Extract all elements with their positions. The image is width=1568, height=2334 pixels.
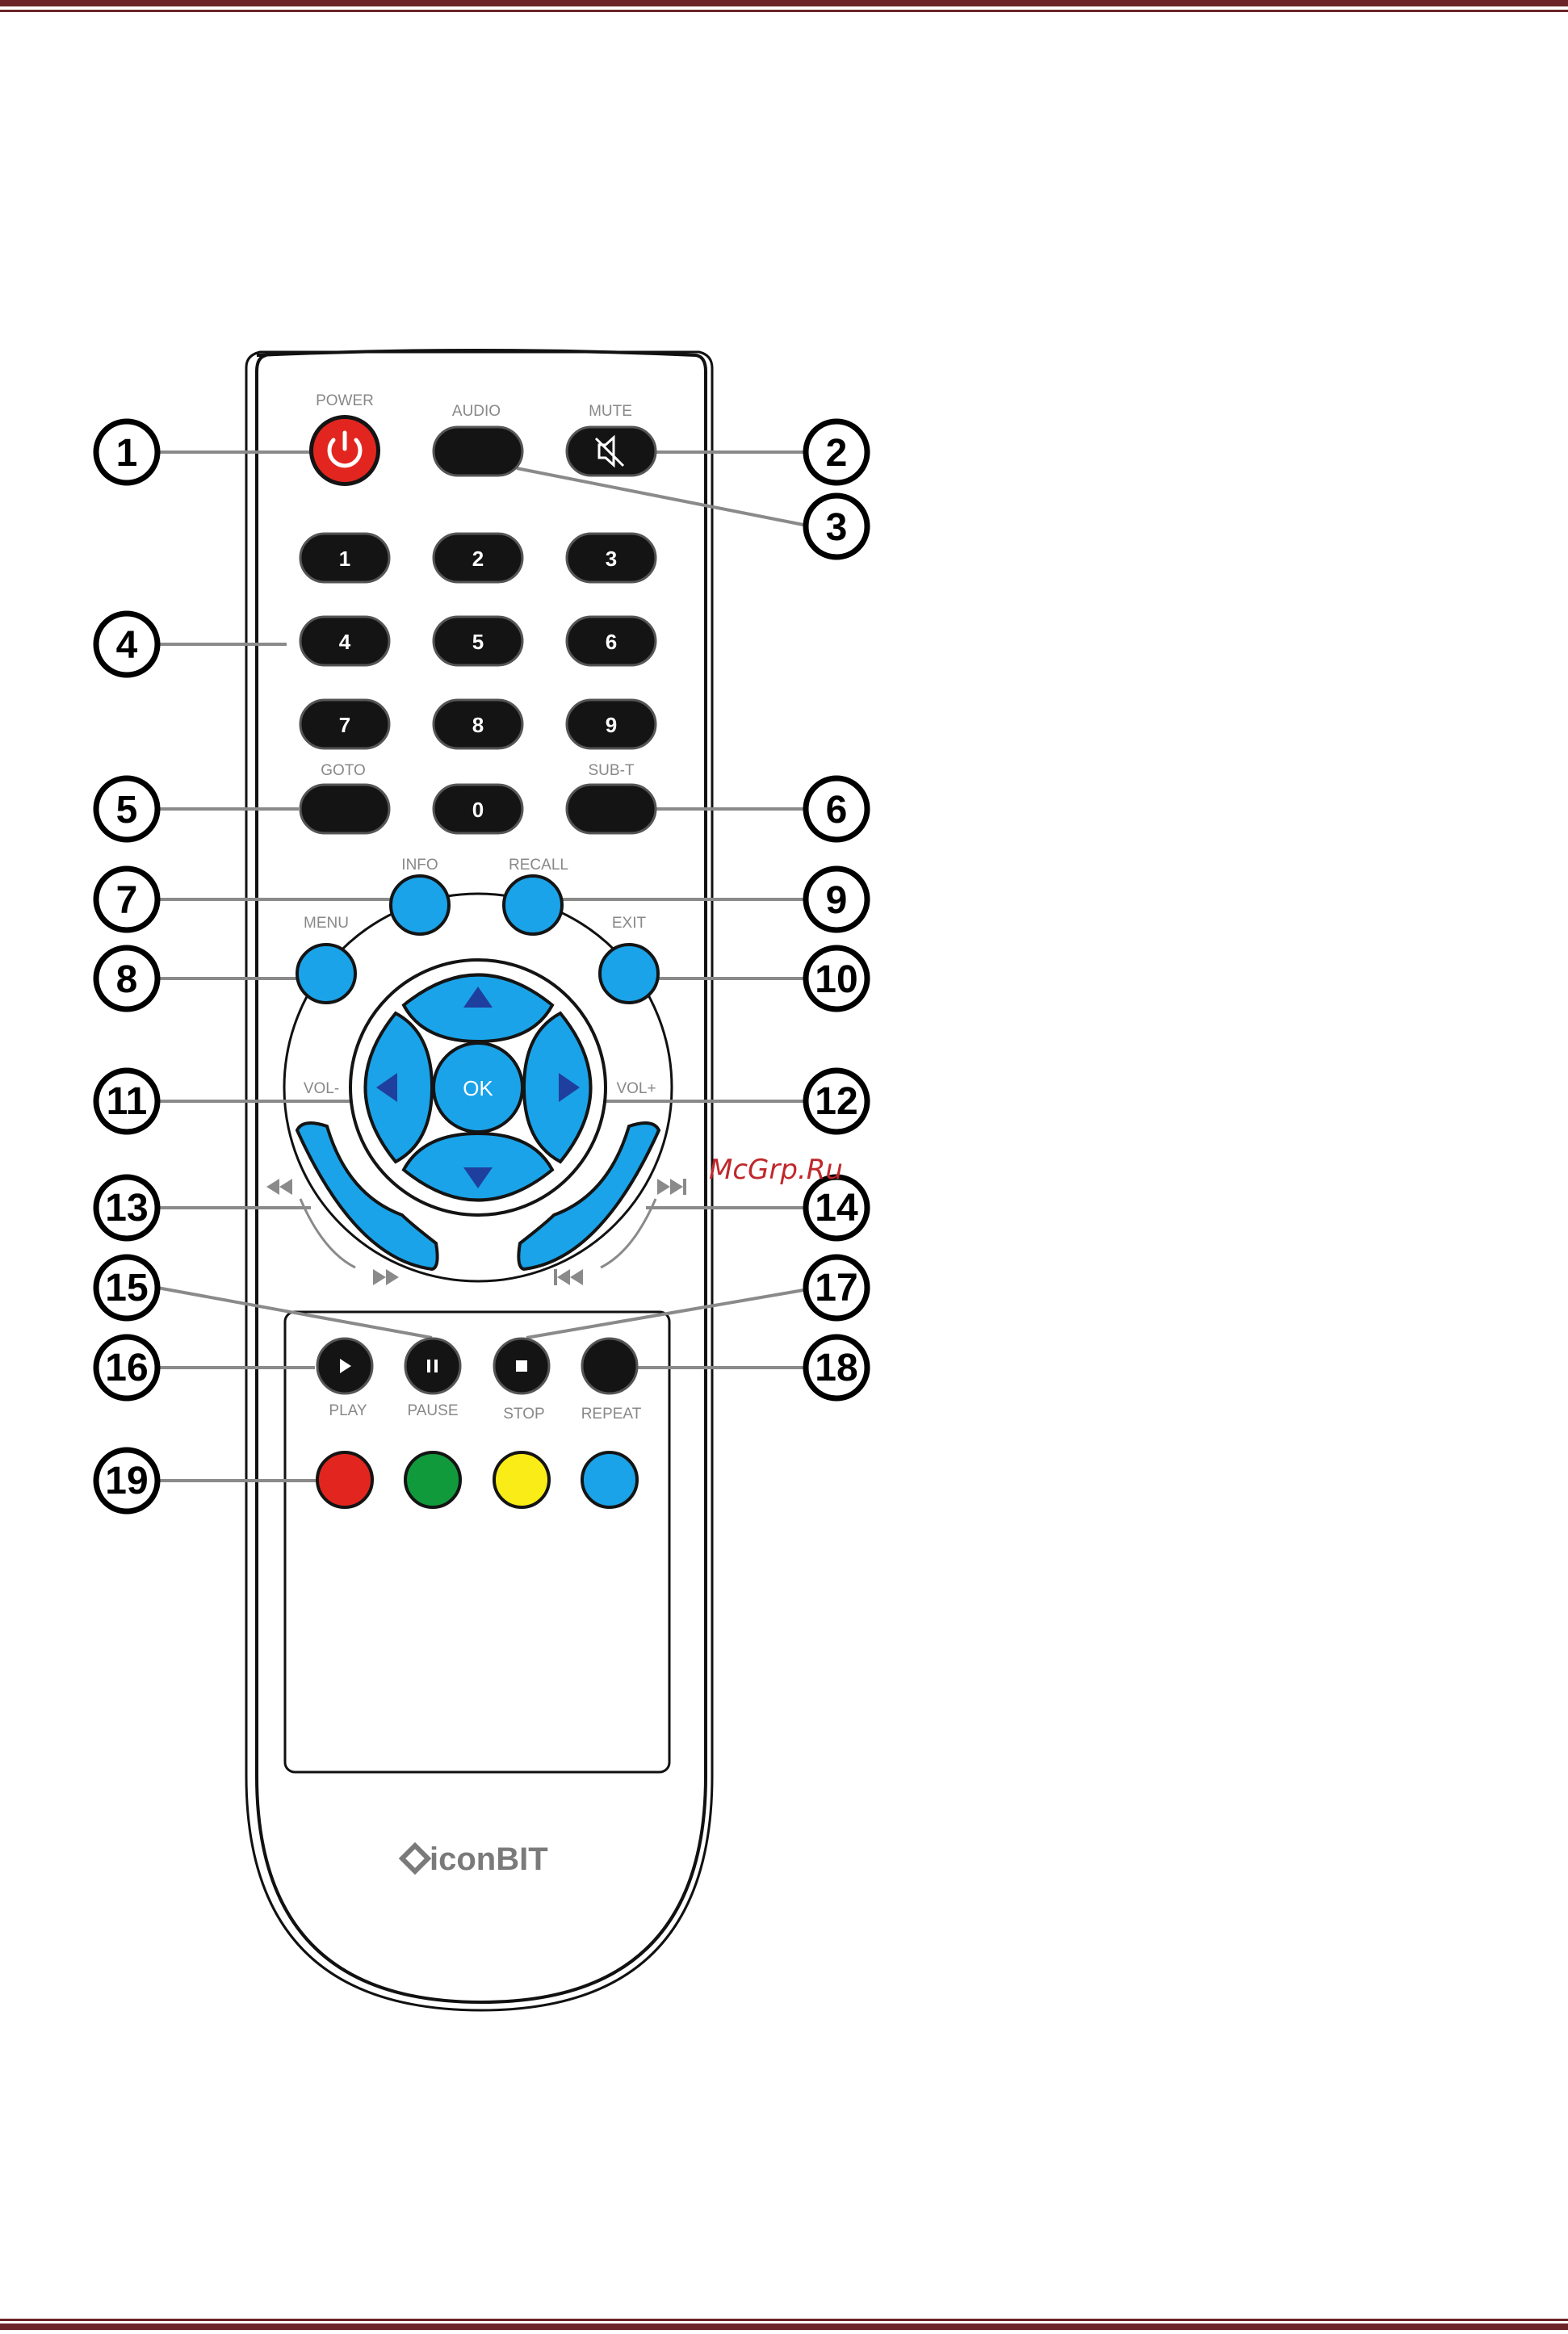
recall-label: RECALL [509,857,568,874]
svg-text:4: 4 [339,630,351,654]
svg-text:1: 1 [339,547,350,571]
callout-5: 5 [96,778,157,840]
callout-2: 2 [806,421,867,483]
exit-label: EXIT [612,915,647,932]
svg-text:9: 9 [606,713,617,737]
menu-label: MENU [304,915,349,932]
callout-16: 16 [96,1337,157,1398]
pause-label: PAUSE [407,1402,458,1419]
info-button[interactable] [391,876,449,934]
play-label: PLAY [329,1402,367,1419]
goto-label: GOTO [321,762,366,779]
callout-1: 1 [96,421,157,483]
svg-text:6: 6 [606,630,617,654]
svg-text:4: 4 [116,624,138,667]
svg-text:8: 8 [116,958,138,1001]
digit-button-2[interactable]: 2 [434,534,522,582]
svg-text:3: 3 [826,506,848,549]
svg-text:18: 18 [815,1347,857,1389]
svg-text:2: 2 [826,432,848,475]
menu-button[interactable] [297,945,355,1003]
vol-minus-label: VOL- [304,1080,339,1097]
svg-text:12: 12 [815,1080,857,1123]
callout-10: 10 [806,948,867,1009]
svg-text:8: 8 [472,713,484,737]
callout-14: 14 [806,1177,867,1238]
callout-4: 4 [96,614,157,675]
subt-button[interactable] [567,785,656,833]
digit-button-8[interactable]: 8 [434,700,522,748]
green-button[interactable] [405,1452,460,1507]
callout-6: 6 [806,778,867,840]
recall-button[interactable] [504,876,562,934]
svg-text:0: 0 [472,798,484,822]
play-button[interactable] [317,1339,372,1393]
watermark-text: McGrp.Ru [709,1154,843,1186]
svg-text:6: 6 [826,789,848,832]
callout-12: 12 [806,1071,867,1132]
svg-text:2: 2 [472,547,484,571]
digit-button-9[interactable]: 9 [567,700,656,748]
digit-button-7[interactable]: 7 [300,700,389,748]
svg-text:7: 7 [339,713,350,737]
svg-text:7: 7 [116,879,138,922]
svg-text:10: 10 [815,958,857,1001]
svg-text:5: 5 [472,630,484,654]
svg-text:1: 1 [116,432,138,475]
goto-button[interactable] [300,785,389,833]
digit-button-6[interactable]: 6 [567,617,656,665]
next-track-bar [683,1179,686,1195]
yellow-button[interactable] [494,1452,549,1507]
digit-button-1[interactable]: 1 [300,534,389,582]
callout-19: 19 [96,1450,157,1511]
callout-17: 17 [806,1257,867,1318]
ok-label: OK [463,1076,493,1100]
callout-11: 11 [96,1071,157,1132]
top-row: POWER AUDIO MUTE [309,392,656,486]
repeat-label: REPEAT [581,1406,642,1423]
repeat-button[interactable] [582,1339,637,1393]
pause-button[interactable] [405,1339,460,1393]
callout-7: 7 [96,869,157,930]
vol-plus-label: VOL+ [616,1080,656,1097]
callout-3: 3 [806,496,867,557]
svg-text:13: 13 [105,1187,148,1230]
red-button[interactable] [317,1452,372,1507]
blue-button[interactable] [582,1452,637,1507]
svg-text:11: 11 [107,1080,148,1123]
svg-text:16: 16 [105,1347,148,1389]
callout-13: 13 [96,1177,157,1238]
power-button[interactable] [309,415,380,486]
callout-15: 15 [96,1257,157,1318]
svg-text:14: 14 [815,1187,858,1230]
callout-18: 18 [806,1337,867,1398]
stop-button[interactable] [494,1339,549,1393]
ok-button[interactable]: OK [434,1043,522,1132]
callout-9: 9 [806,869,867,930]
stop-icon [516,1360,527,1372]
svg-text:15: 15 [105,1267,148,1309]
mute-button[interactable] [567,427,656,476]
mute-label: MUTE [589,403,632,420]
svg-text:5: 5 [116,789,138,832]
info-label: INFO [401,857,438,874]
prev-track-bar [554,1269,557,1285]
digit-button-4[interactable]: 4 [300,617,389,665]
exit-button[interactable] [600,945,658,1003]
subt-label: SUB-T [589,762,635,779]
power-label: POWER [316,392,374,409]
svg-text:17: 17 [815,1267,857,1309]
brand-text: iconBIT [430,1842,548,1877]
svg-text:3: 3 [606,547,617,571]
digit-button-3[interactable]: 3 [567,534,656,582]
svg-text:19: 19 [105,1460,148,1502]
callout-8: 8 [96,948,157,1009]
audio-button[interactable] [434,427,522,476]
digit-button-5[interactable]: 5 [434,617,522,665]
stop-label: STOP [503,1406,544,1423]
svg-text:9: 9 [826,879,848,922]
audio-label: AUDIO [452,403,501,420]
digit-button-0[interactable]: 0 [434,785,522,833]
